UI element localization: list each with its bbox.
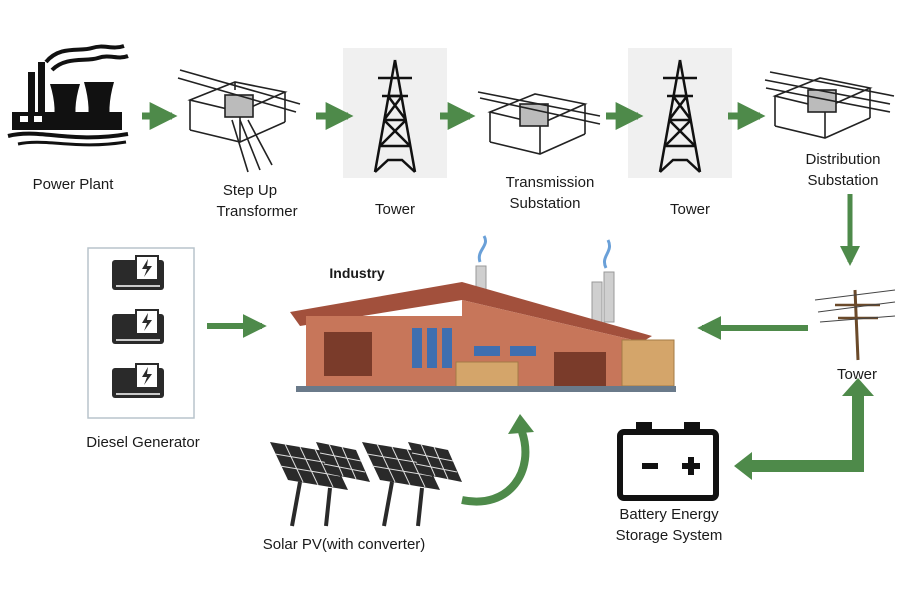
step-up-transformer-icon xyxy=(177,69,301,173)
battery-arrow-head-up xyxy=(842,378,874,396)
tower3-label: Tower xyxy=(836,366,877,383)
distribution-label-line2: Substation xyxy=(807,172,879,189)
power-plant-label: Power Plant xyxy=(32,176,114,193)
solar-panel-icon xyxy=(270,442,462,527)
solar-pv-label: Solar PV(with converter) xyxy=(262,536,426,553)
flow-arrows xyxy=(142,102,860,340)
battery-arrow-head-left xyxy=(734,452,752,480)
step-up-label-line2: Transformer xyxy=(216,203,298,220)
industry-label: Industry xyxy=(329,265,385,281)
tower2-label: Tower xyxy=(669,201,710,218)
solar-arrow-head xyxy=(508,414,534,434)
battery-icon xyxy=(617,422,719,501)
tower2-background xyxy=(628,48,732,178)
battery-label-line1: Battery Energy xyxy=(619,506,719,523)
generator-icon xyxy=(112,255,164,398)
tower1-background xyxy=(343,48,447,178)
solar-to-industry-arrow xyxy=(461,430,530,506)
industry-building-illustration xyxy=(290,235,676,392)
transmission-label-line2: Substation xyxy=(509,195,581,212)
step-up-label-line1: Step Up xyxy=(222,182,278,199)
diesel-generator-label: Diesel Generator xyxy=(86,434,200,451)
distribution-substation-icon xyxy=(764,71,895,139)
power-plant-icon xyxy=(7,44,129,147)
transmission-tower-icon-2 xyxy=(658,59,702,173)
utility-pole-icon xyxy=(814,289,896,361)
battery-label-line2: Storage System xyxy=(615,527,723,544)
battery-to-tower-arrow xyxy=(750,394,864,472)
transmission-tower-icon xyxy=(373,59,417,173)
transmission-label-line1: Transmission xyxy=(505,174,595,191)
tower1-label: Tower xyxy=(374,201,415,218)
transmission-substation-icon xyxy=(477,91,601,155)
distribution-label-line1: Distribution xyxy=(805,151,881,168)
